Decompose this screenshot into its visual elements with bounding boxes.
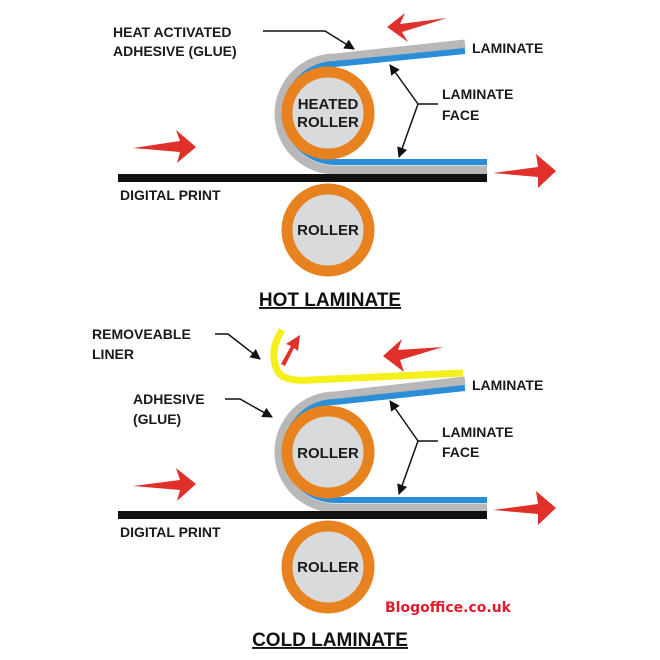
adhesive-label: ADHESIVE xyxy=(133,391,205,407)
laminate-label: LAMINATE xyxy=(472,377,543,393)
adhesive-leader-arrow xyxy=(225,398,273,418)
laminate-face-label: LAMINATE xyxy=(442,86,513,102)
hot-laminate-title: HOT LAMINATE xyxy=(259,290,401,311)
adhesive-label-2: (GLUE) xyxy=(133,411,181,427)
hot-laminate-section: HEATED ROLLER ROLLER HEAT ACTIVATED ADHE… xyxy=(113,13,556,311)
upper-roller-label: ROLLER xyxy=(297,445,359,462)
liner-peel-arrow-icon xyxy=(281,335,300,366)
laminate-face-label-2: FACE xyxy=(442,444,479,460)
liner-leader-arrow xyxy=(215,333,261,360)
digital-print-label: DIGITAL PRINT xyxy=(120,187,221,203)
adhesive-layer xyxy=(274,376,487,513)
direction-arrow-in-icon xyxy=(133,468,196,501)
direction-arrow-in-icon xyxy=(133,130,196,163)
digital-print-sheet xyxy=(118,174,487,182)
laminate-label: LAMINATE xyxy=(472,40,543,56)
cold-laminate-section: ROLLER ROLLER REMOVEABLE LINER ADHESIVE … xyxy=(92,326,556,651)
lower-roller-label: ROLLER xyxy=(297,559,359,576)
digital-print-label: DIGITAL PRINT xyxy=(120,524,221,540)
lower-roller-label: ROLLER xyxy=(297,222,359,239)
laminate-face-leader-arrows xyxy=(389,400,438,495)
adhesive-layer xyxy=(274,39,487,175)
direction-arrow-out-icon xyxy=(493,154,556,188)
laminate-face-leader-arrows xyxy=(389,64,438,158)
heated-roller-label: HEATED xyxy=(298,96,359,113)
liner-label-2: LINER xyxy=(92,346,134,362)
heated-roller: HEATED ROLLER xyxy=(281,66,375,160)
adhesive-label-2: ADHESIVE (GLUE) xyxy=(113,43,237,59)
laminate-face-label-2: FACE xyxy=(442,107,479,123)
removable-liner-layer xyxy=(270,328,464,384)
laminate-face-label: LAMINATE xyxy=(442,424,513,440)
adhesive-leader-arrow xyxy=(263,30,355,50)
liner-label: REMOVEABLE xyxy=(92,326,191,342)
lower-roller: ROLLER xyxy=(281,520,375,614)
digital-print-sheet xyxy=(118,511,487,519)
direction-arrow-out-icon xyxy=(493,491,556,525)
upper-roller: ROLLER xyxy=(281,405,375,499)
lower-roller: ROLLER xyxy=(281,183,375,277)
adhesive-label: HEAT ACTIVATED xyxy=(113,24,231,40)
heated-roller-label-2: ROLLER xyxy=(297,114,359,131)
watermark: Blogoffice.co.uk xyxy=(385,600,512,616)
direction-arrow-left-icon xyxy=(383,339,443,372)
direction-arrow-left-icon xyxy=(387,13,447,42)
cold-laminate-title: COLD LAMINATE xyxy=(252,630,408,651)
